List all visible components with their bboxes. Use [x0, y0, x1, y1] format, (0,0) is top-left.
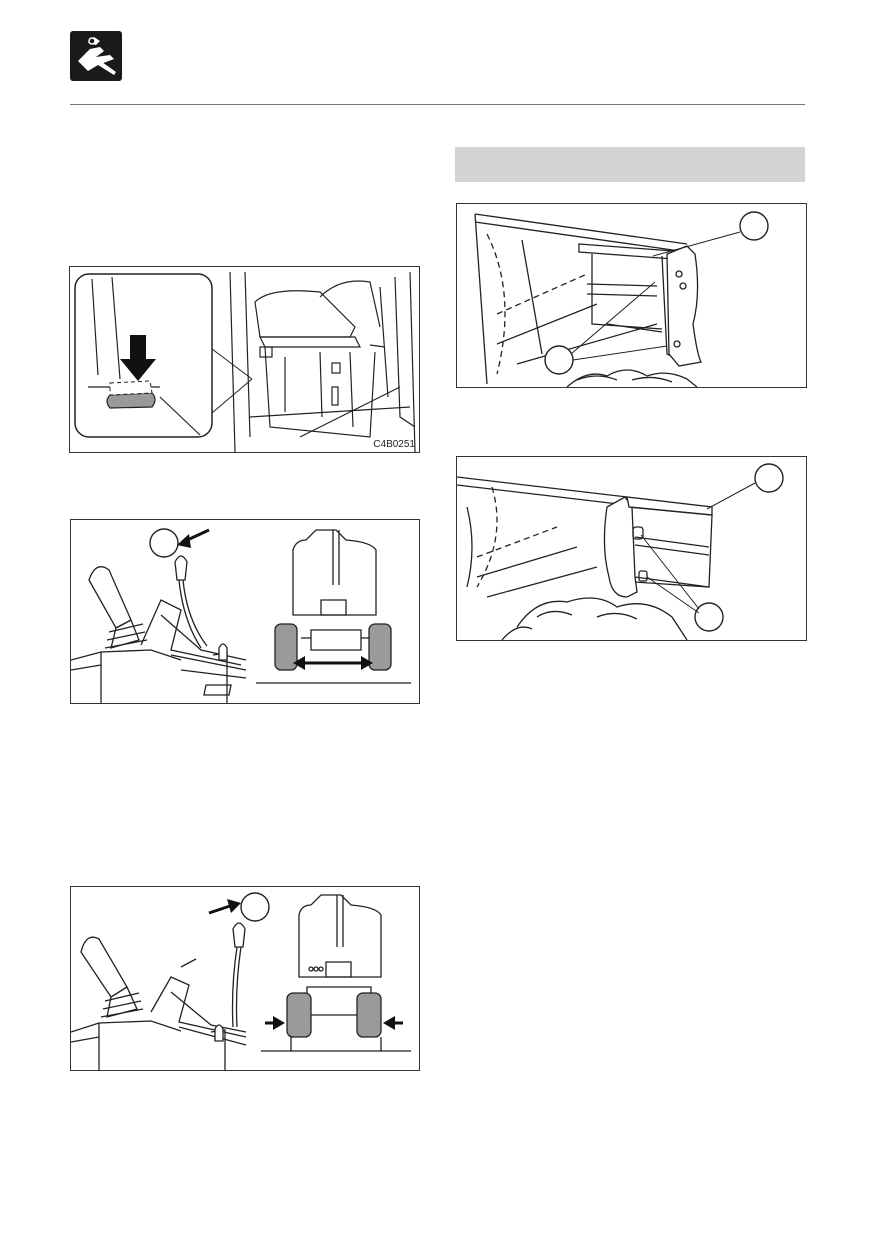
section-heading-band	[455, 147, 805, 182]
figure-lever-extend	[70, 519, 420, 704]
hand-wrench-icon	[70, 31, 122, 81]
figure-cab-pedal: C4B0251	[69, 266, 420, 453]
header-divider	[70, 104, 805, 105]
figure-code: C4B0251	[373, 439, 415, 450]
figure-lever-retract	[70, 886, 420, 1071]
figure-blade-lower	[456, 456, 807, 641]
figure-blade-upper	[456, 203, 807, 388]
